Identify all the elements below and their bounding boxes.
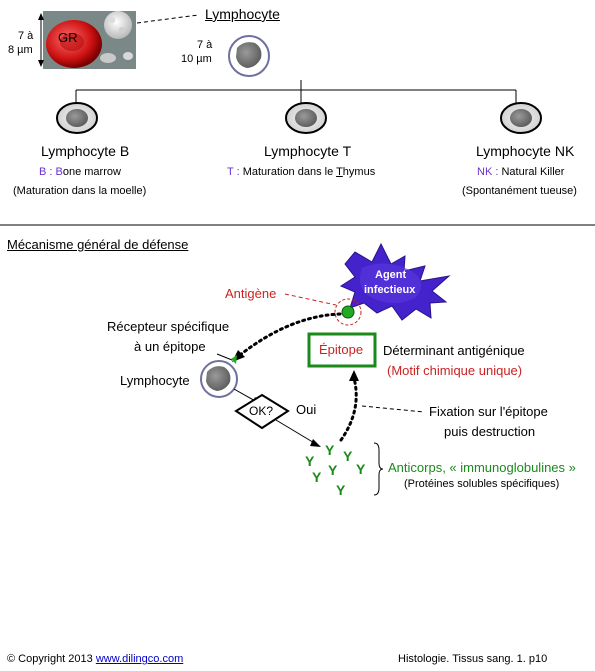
ok-label: OK? [249, 404, 274, 418]
antibody-icon: Y [325, 442, 335, 458]
agent-label-line1: Agent [375, 269, 407, 281]
lymphocyte-title: Lymphocyte [205, 6, 280, 22]
lymphocyte-cell-mechanism [200, 360, 238, 398]
lymphocyte-b-sub: (Maturation dans la moelle) [13, 185, 147, 197]
determinant-label: Déterminant antigénique [383, 343, 525, 358]
antibody-icon: Y [343, 448, 353, 464]
fixation-label-line2: puis destruction [444, 424, 536, 439]
arrow-oui-to-antibodies [275, 419, 317, 445]
size-arrow-gr [38, 13, 44, 67]
lymphocyte-b-letter: B [39, 166, 47, 178]
lymphocyte-nk-name: Lymphocyte NK [476, 143, 575, 159]
anticorps-brace [373, 442, 384, 496]
receptor-pointer-line [216, 353, 233, 361]
fixation-dotted-arrow [339, 376, 358, 442]
lymphocyte-b-name: Lymphocyte B [41, 143, 130, 159]
lymphocyte-b-desc-rest: one marrow [62, 166, 121, 178]
size-lympho-line1: 7 à [197, 39, 213, 51]
size-gr-line2: 8 µm [8, 44, 33, 56]
fixation-label-line1: Fixation sur l'épitope [429, 404, 548, 419]
lymphocyte-nk-letter: NK [477, 166, 493, 178]
lymphocyte-t-desc-rest: hymus [342, 166, 376, 178]
footer-link[interactable]: www.dilingco.com [95, 653, 184, 665]
epitope-box [307, 332, 377, 368]
antibody-icon: Y [328, 462, 338, 478]
receptor-dot [231, 355, 237, 364]
lymphocyte-nk-desc-text: Natural Killer [501, 166, 565, 178]
lymphocyte-nk-sub: (Spontanément tueuse) [462, 185, 577, 197]
antigene-label: Antigène [225, 286, 277, 301]
lymphocyte-b-icon [56, 102, 98, 134]
proteines-label: (Protéines solubles spécifiques) [404, 478, 560, 490]
lymphocyte-t-desc-pre: Maturation dans le [242, 166, 337, 178]
size-lympho-line2: 10 µm [181, 53, 212, 65]
lymphocyte-cell-top [228, 35, 270, 77]
agent-label-line2: infectieux [364, 284, 416, 296]
lymphocyte-b-desc: B : Bone marrow [39, 167, 121, 178]
size-gr-line1: 7 à [18, 30, 34, 42]
motif-label: (Motif chimique unique) [387, 363, 523, 378]
lymphocyte-t-name: Lymphocyte T [264, 143, 352, 159]
recognition-dotted-arrow [238, 312, 342, 357]
mechanism-title: Mécanisme général de défense [7, 237, 189, 252]
lymphocyte-nk-colon: : [492, 166, 502, 178]
anticorps-label: Anticorps, « immunoglobulines » [388, 460, 576, 475]
recepteur-label-line2: à un épitope [134, 339, 206, 354]
lymphocyte-t-icon [285, 102, 327, 134]
footer-copyright: © Copyright 2013 www.dilingco.com [7, 654, 183, 665]
lymphocyte-b-colon: : [46, 166, 56, 178]
ok-decision-diamond [234, 393, 290, 430]
copyright-text: © Copyright 2013 [7, 653, 93, 665]
footer-page-info: Histologie. Tissus sang. 1. p10 [398, 653, 548, 665]
agent-infectieux-shape [339, 242, 451, 321]
lymphocyte-mechanism-label: Lymphocyte [120, 373, 190, 388]
lymphocyte-pointer-line [136, 14, 199, 24]
lymphocyte-t-colon: : [233, 166, 243, 178]
antigen-highlight-circle [334, 298, 362, 326]
antibody-icon: Y [312, 469, 322, 485]
lymphocyte-b-desc-first: B [55, 166, 63, 178]
blood-cells-image [43, 11, 136, 69]
lymphocyte-nk-desc: NK : Natural Killer [477, 167, 564, 178]
lymphocyte-t-desc-T: T [336, 166, 343, 178]
antibody-icon: Y [305, 453, 315, 469]
oui-label: Oui [296, 402, 317, 417]
epitope-label: Épitope [319, 342, 364, 357]
gr-label: GR [58, 30, 78, 45]
recepteur-label-line1: Récepteur spécifique [107, 319, 230, 334]
lymphocyte-t-desc: T : Maturation dans le Thymus [227, 167, 375, 178]
antigene-pointer-line [284, 293, 337, 306]
antibody-icon: Y [336, 482, 346, 498]
lymphocyte-t-letter: T [227, 166, 234, 178]
antigen-dot [341, 305, 355, 319]
tree-connectors [75, 80, 517, 103]
lymphocyte-nk-icon [500, 102, 542, 134]
antibody-icon: Y [356, 461, 366, 477]
fixation-pointer-line [361, 405, 425, 413]
